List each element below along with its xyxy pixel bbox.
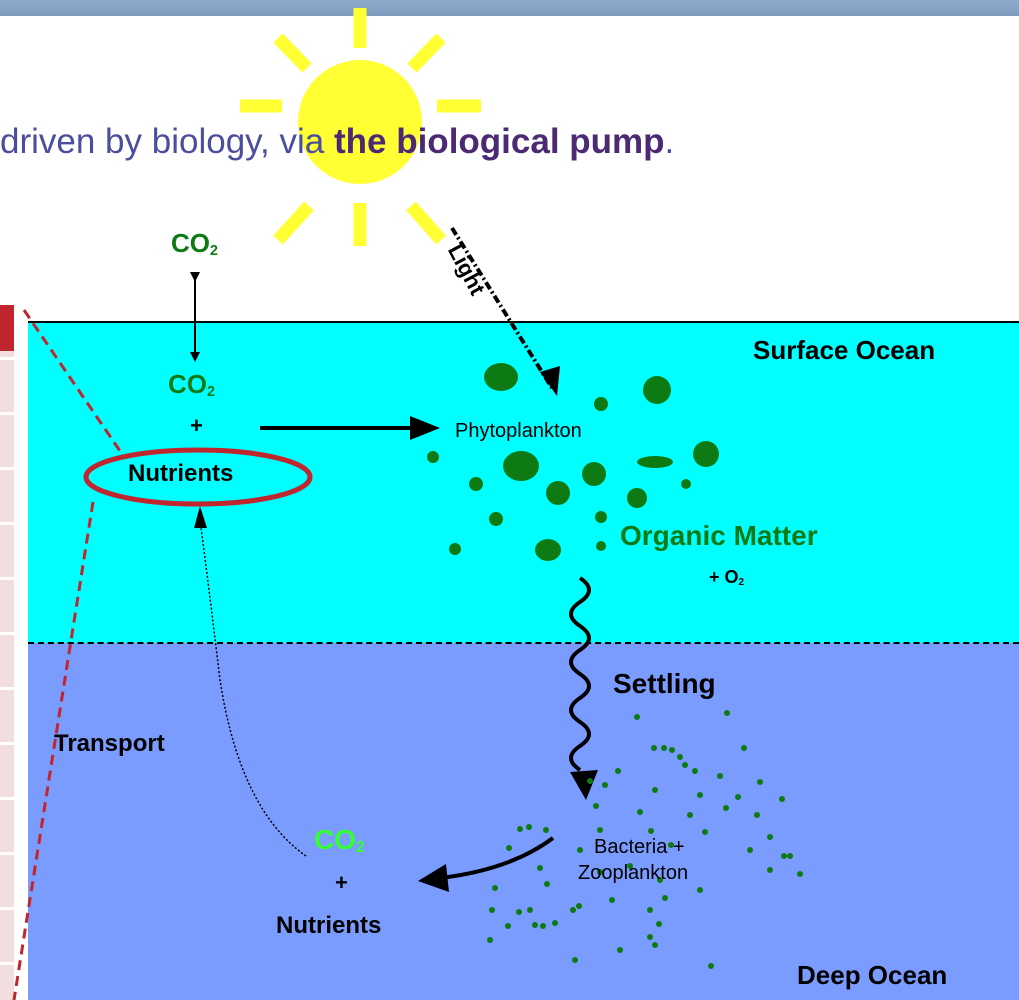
surface-ocean-label: Surface Ocean bbox=[753, 335, 936, 365]
co2-surface-text: CO bbox=[168, 369, 207, 399]
co2-surface-label: CO2 bbox=[168, 369, 215, 400]
uptake-arrow bbox=[260, 416, 440, 440]
slide-top-bar bbox=[0, 0, 1019, 16]
settling-arrow bbox=[569, 576, 598, 800]
caption-emphasis: the biological pump bbox=[333, 122, 665, 161]
co2-surface-subscript: 2 bbox=[207, 383, 215, 400]
organic-particles bbox=[487, 710, 803, 969]
sea-surface-line bbox=[28, 321, 1019, 323]
settling-label: Settling bbox=[613, 668, 716, 699]
zooplankton-label: Zooplankton bbox=[578, 862, 689, 884]
organic-matter-label: Organic Matter bbox=[620, 520, 818, 551]
remineralization-arrow bbox=[418, 836, 555, 892]
sun-icon bbox=[240, 8, 481, 246]
co2-deep-subscript: 2 bbox=[356, 839, 365, 857]
phytoplankton-cells bbox=[427, 363, 719, 561]
deep-ocean-label: Deep Ocean bbox=[797, 960, 948, 990]
nutrients-deep-label: Nutrients bbox=[276, 912, 382, 939]
slide-caption: driven by biology, via the biological pu… bbox=[0, 122, 674, 162]
nutrients-highlight bbox=[83, 447, 313, 507]
plus-o2-label: + O2 bbox=[709, 567, 744, 588]
plus-surface-label: + bbox=[190, 413, 203, 438]
o2-subscript: 2 bbox=[738, 576, 745, 588]
adjacent-table-header bbox=[0, 305, 14, 351]
surface-ocean-layer bbox=[28, 323, 1019, 643]
transport-label: Transport bbox=[54, 730, 165, 757]
plus-deep-label: + bbox=[335, 870, 348, 895]
plus-o2-text: + O bbox=[709, 567, 739, 587]
transport-arrow bbox=[194, 506, 307, 857]
zoom-callout-lines bbox=[12, 309, 122, 1000]
co2-deep-text: CO bbox=[314, 824, 356, 855]
surface-deep-boundary bbox=[28, 642, 1019, 644]
adjacent-table-strip bbox=[0, 305, 14, 1000]
co2-atmosphere-label: CO2 bbox=[171, 228, 218, 259]
deep-ocean-layer bbox=[28, 643, 1019, 1000]
phytoplankton-label: Phytoplankton bbox=[455, 420, 582, 442]
co2-atmosphere-subscript: 2 bbox=[210, 242, 218, 259]
bacteria-label: Bacteria + bbox=[594, 836, 685, 858]
co2-deep-label: CO2 bbox=[314, 824, 365, 857]
nutrients-surface-label: Nutrients bbox=[128, 460, 234, 487]
light-arrow bbox=[450, 226, 560, 396]
caption-text: driven by biology, via bbox=[0, 122, 334, 161]
caption-end: . bbox=[664, 122, 675, 161]
co2-atmosphere-text: CO bbox=[171, 228, 210, 258]
